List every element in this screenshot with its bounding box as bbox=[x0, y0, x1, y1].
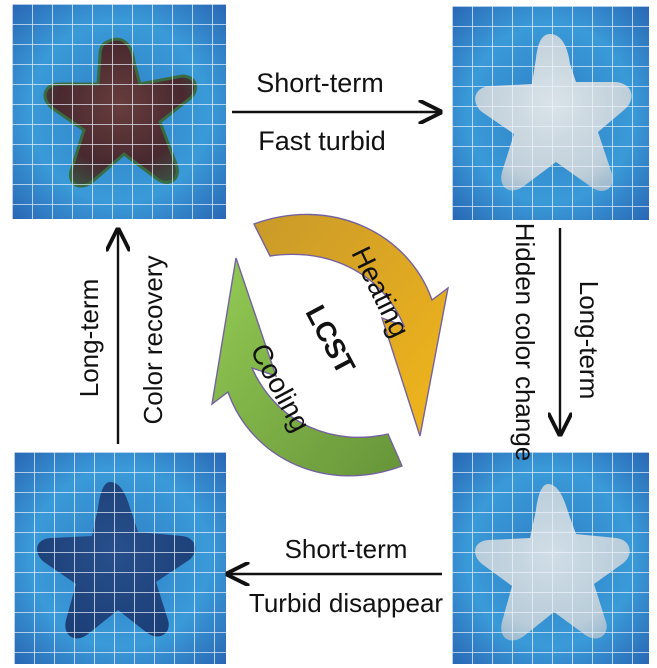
panel-bottom-left bbox=[14, 452, 226, 664]
label-left-outer: Long-term bbox=[74, 279, 104, 398]
label-left-inner: Color recovery bbox=[138, 255, 168, 424]
panel-top-right bbox=[452, 6, 649, 220]
label-lcst: LCST bbox=[300, 300, 362, 379]
label-right-inner: Hidden color change bbox=[510, 223, 540, 462]
heating-curved-arrow bbox=[253, 213, 450, 437]
label-bottom-above: Short-term bbox=[285, 534, 408, 564]
label-bottom-below: Turbid disappear bbox=[249, 588, 443, 618]
panel-bottom-right bbox=[452, 452, 649, 664]
label-right-outer: Long-term bbox=[574, 281, 604, 400]
label-top-above: Short-term bbox=[256, 68, 384, 98]
cooling-curved-arrow bbox=[211, 257, 403, 477]
label-top-below: Fast turbid bbox=[258, 126, 386, 156]
panel-top-left bbox=[12, 4, 226, 219]
